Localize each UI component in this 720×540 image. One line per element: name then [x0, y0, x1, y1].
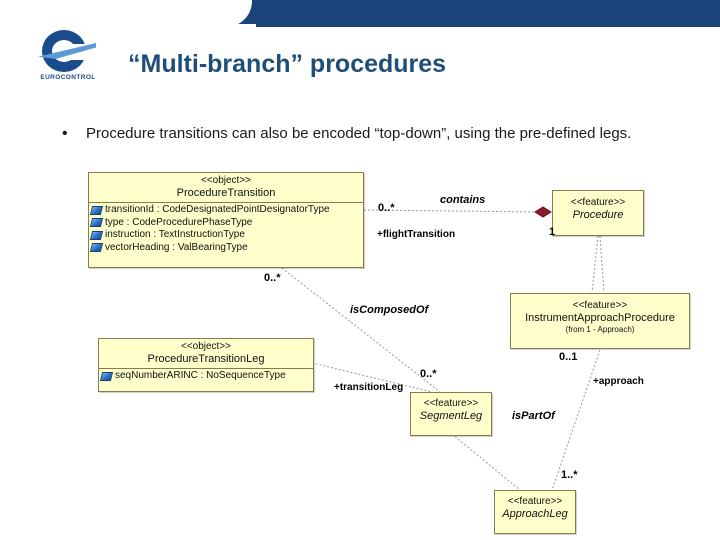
role-transition-leg: +transitionLeg: [334, 382, 404, 393]
bullet-text: Procedure transitions can also be encode…: [86, 125, 632, 142]
uml-attribute: type : CodeProcedurePhaseType: [89, 216, 361, 230]
uml-stereotype: <<feature>>: [423, 398, 479, 409]
logo-wordmark: EUROCONTROL: [40, 74, 96, 81]
banner-notch: [0, 0, 252, 27]
uml-header: <<feature>> Procedure: [553, 191, 643, 224]
attribute-icon: [89, 230, 104, 240]
uml-class-procedure[interactable]: <<feature>> Procedure: [552, 190, 644, 236]
uml-class-name: ApproachLeg: [502, 508, 568, 520]
role-flight-transition: +flightTransition: [377, 229, 456, 240]
multiplicity-approach-target: 1..*: [561, 469, 578, 481]
uml-attribute-label: type : CodeProcedurePhaseType: [105, 216, 253, 228]
uml-attribute-list: transitionId : CodeDesignatedPointDesign…: [89, 203, 363, 256]
uml-attribute: seqNumberARINC : NoSequenceType: [99, 370, 311, 383]
attribute-icon: [89, 218, 104, 228]
uml-class-approach-leg[interactable]: <<feature>> ApproachLeg: [494, 490, 576, 534]
role-approach: +approach: [593, 376, 644, 387]
uml-class-name: InstrumentApproachProcedure: [525, 312, 675, 324]
uml-attribute-label: transitionId : CodeDesignatedPointDesign…: [105, 204, 330, 215]
uml-attribute-list: seqNumberARINC : NoSequenceType: [99, 369, 313, 385]
uml-stereotype: <<object>>: [200, 175, 252, 186]
uml-attribute: vectorHeading : ValBearingType: [89, 241, 361, 255]
banner-notch-edge: [0, 24, 256, 28]
uml-attribute-label: vectorHeading : ValBearingType: [105, 241, 248, 253]
bullet-marker: •: [62, 125, 68, 142]
uml-separator: [89, 202, 363, 203]
association-label-contains: contains: [440, 194, 486, 206]
uml-package-ref: (from 1 - Approach): [565, 325, 635, 334]
uml-stereotype: <<feature>>: [572, 300, 628, 311]
attribute-icon: [89, 205, 104, 215]
uml-class-procedure-transition[interactable]: <<object>> ProcedureTransition transitio…: [88, 172, 364, 268]
uml-attribute-label: seqNumberARINC : NoSequenceType: [115, 370, 286, 381]
uml-attribute: instruction : TextInstructionType: [89, 229, 361, 242]
uml-class-diagram: <<object>> ProcedureTransition transitio…: [0, 160, 720, 540]
uml-header: <<object>> ProcedureTransitionLeg: [99, 339, 313, 368]
uml-header: <<object>> ProcedureTransition: [89, 173, 363, 202]
multiplicity-approach-source: 0..1: [559, 351, 578, 363]
diagram-connectors: [281, 206, 605, 491]
uml-header: <<feature>> InstrumentApproachProcedure …: [511, 294, 689, 339]
association-label-is-part-of: isPartOf: [512, 410, 555, 422]
uml-class-name: ProcedureTransitionLeg: [147, 353, 265, 365]
attribute-icon: [89, 243, 104, 253]
uml-stereotype: <<object>>: [180, 341, 232, 352]
uml-attribute: transitionId : CodeDesignatedPointDesign…: [89, 204, 361, 217]
multiplicity-composed-source: 0..*: [264, 272, 281, 284]
composition-diamond-procedure: [534, 206, 552, 218]
bullet-item: • Procedure transitions can also be enco…: [62, 124, 662, 144]
multiplicity-contains-target: 1: [549, 226, 556, 238]
eurocontrol-logo: EUROCONTROL: [28, 30, 108, 88]
association-label-is-composed-of: isComposedOf: [350, 304, 429, 316]
uml-class-segment-leg[interactable]: <<feature>> SegmentLeg: [410, 392, 492, 436]
uml-class-instrument-approach-procedure[interactable]: <<feature>> InstrumentApproachProcedure …: [510, 293, 690, 349]
uml-class-name: SegmentLeg: [419, 410, 483, 422]
uml-attribute-label: instruction : TextInstructionType: [105, 229, 245, 240]
attribute-icon: [99, 371, 114, 381]
uml-header: <<feature>> SegmentLeg: [411, 393, 491, 425]
uml-stereotype: <<feature>>: [507, 496, 563, 507]
multiplicity-contains-source: 0..*: [378, 202, 395, 214]
uml-class-procedure-transition-leg[interactable]: <<object>> ProcedureTransitionLeg seqNum…: [98, 338, 314, 392]
uml-stereotype: <<feature>>: [570, 197, 626, 208]
uml-class-name: ProcedureTransition: [176, 187, 276, 199]
multiplicity-composed-target: 0..*: [420, 368, 437, 380]
uml-header: <<feature>> ApproachLeg: [495, 491, 575, 523]
header-banner: [0, 0, 720, 27]
page-title: “Multi-branch” procedures: [128, 50, 447, 78]
uml-class-name: Procedure: [572, 209, 624, 221]
uml-separator: [99, 368, 313, 369]
